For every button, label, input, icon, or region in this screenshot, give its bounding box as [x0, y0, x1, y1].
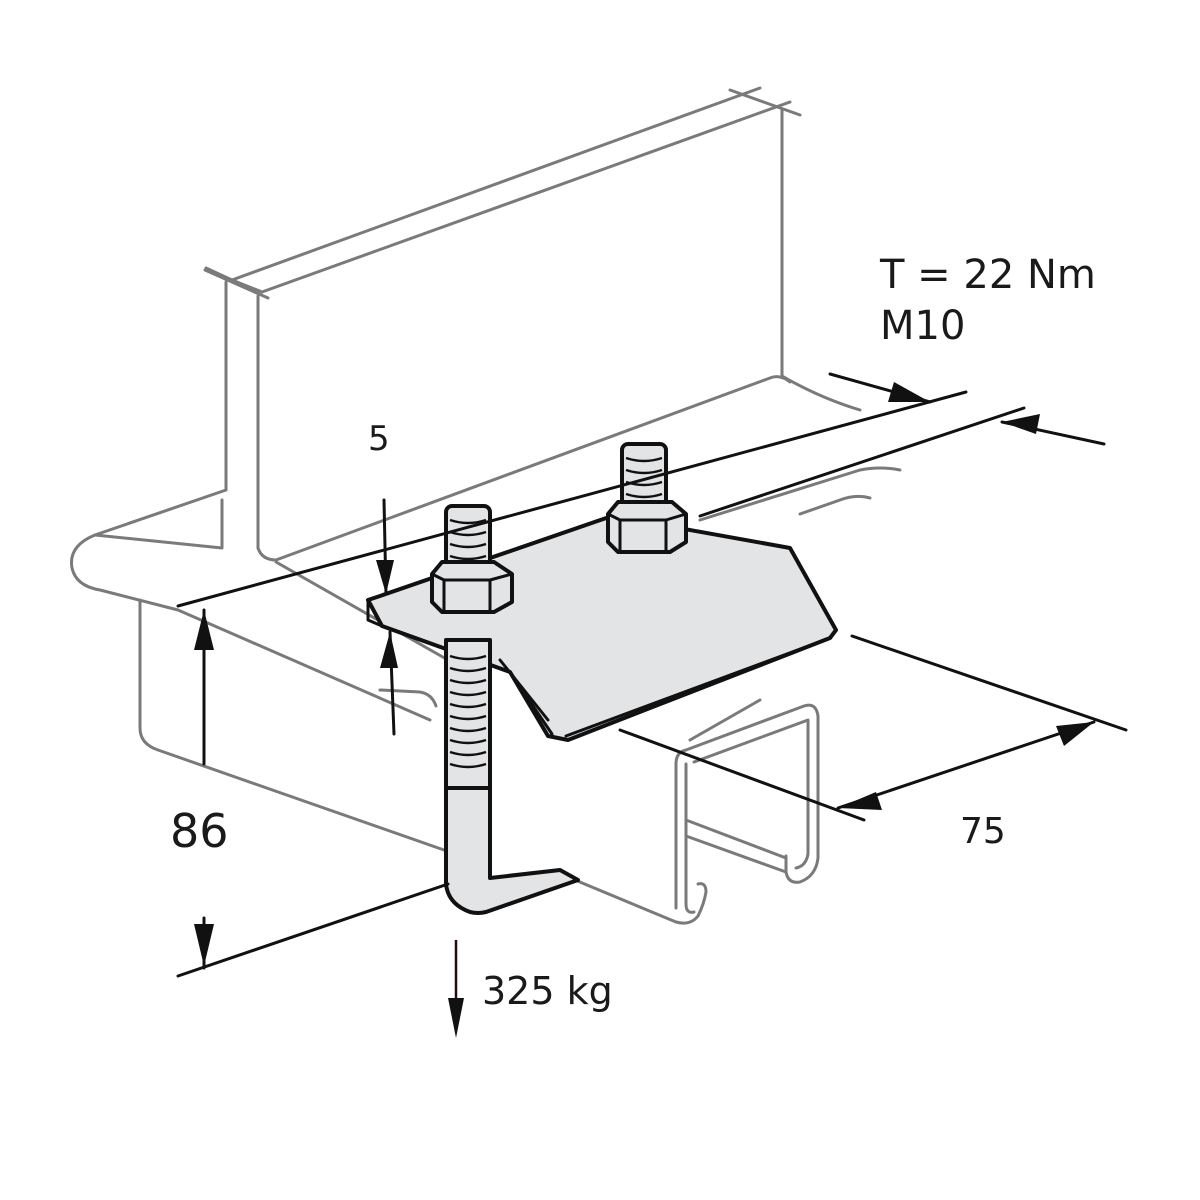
strut-channel [378, 688, 820, 925]
bolt-stud [606, 442, 688, 554]
girder [69, 86, 902, 852]
load-label: 325 kg [482, 969, 613, 1013]
flange-thickness-label: 5 [368, 419, 390, 459]
clamp-width-label: 75 [960, 811, 1006, 852]
clamp-plate [366, 514, 838, 742]
dimension-lines [176, 372, 1128, 1038]
overall-height-label: 86 [170, 804, 229, 858]
bolt-hook [430, 504, 580, 915]
bolt-size-label: M10 [880, 303, 966, 349]
torque-label: T = 22 Nm [880, 252, 1096, 298]
